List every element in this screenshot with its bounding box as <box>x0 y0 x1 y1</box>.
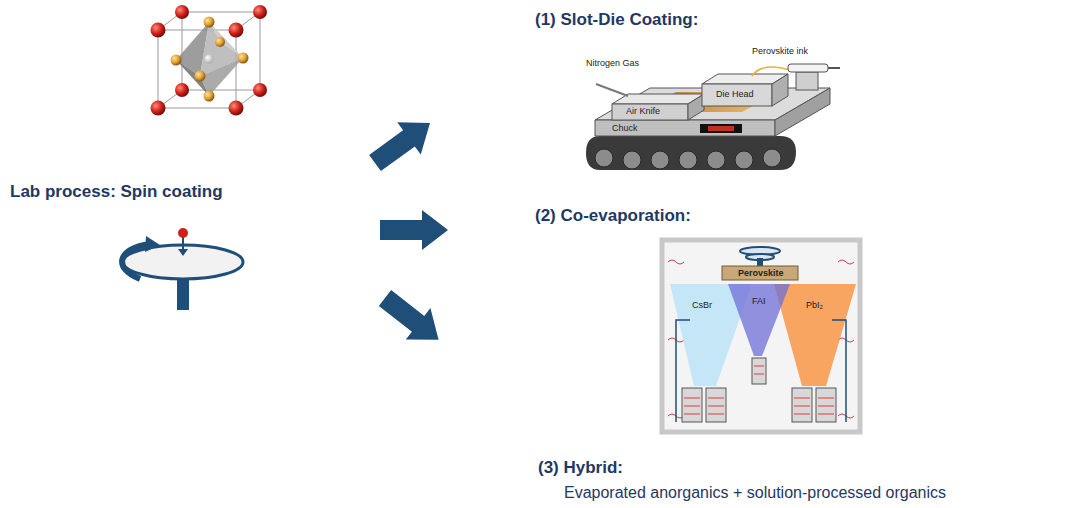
slot-die-coater-illustration <box>586 64 840 170</box>
part-label: Chuck <box>612 123 638 133</box>
perovskite-crystal-icon <box>151 101 166 116</box>
co-evaporation-chamber-illustration <box>792 388 812 422</box>
perovskite-crystal-icon <box>151 23 166 38</box>
co-evaporation-chamber-illustration <box>682 358 836 422</box>
co-evaporation-chamber-illustration <box>774 284 856 386</box>
perovskite-crystal-icon <box>209 22 243 58</box>
slot-die-coater-illustration <box>595 149 613 167</box>
slot-die-coater-illustration <box>788 64 828 72</box>
perovskite-crystal-icon <box>175 5 189 19</box>
co-evaporation-chamber-illustration <box>682 388 702 422</box>
co-evaporation-chamber-illustration <box>752 358 766 384</box>
perovskite-crystal-icon <box>200 58 243 96</box>
co-evaporation-chamber-illustration <box>832 320 846 422</box>
co-evaporation-chamber-illustration <box>684 398 724 414</box>
method-heading: (2) Co-evaporation: <box>535 206 691 226</box>
co-evaporation-chamber-illustration <box>662 240 860 432</box>
perovskite-crystal-icon <box>205 55 214 64</box>
source-label: FAI <box>752 296 766 306</box>
spin-coater-icon <box>178 228 188 238</box>
slot-die-coater-illustration <box>700 124 742 133</box>
spin-coater-icon <box>178 249 188 256</box>
spin-coater-icon <box>145 236 160 252</box>
co-evaporation-chamber-illustration <box>722 266 798 280</box>
slot-die-coater-illustration <box>623 151 641 169</box>
part-label: Die Head <box>716 89 754 99</box>
slot-die-coater-illustration <box>596 84 628 96</box>
perovskite-crystal-icon <box>229 23 244 38</box>
part-label: Perovskite ink <box>752 46 808 56</box>
co-evaporation-chamber-illustration <box>816 388 836 422</box>
slot-die-coater-illustration <box>708 126 734 131</box>
perovskite-crystal-icon <box>195 71 206 82</box>
co-evaporation-chamber-illustration <box>662 240 860 432</box>
slot-die-coater-illustration <box>707 151 725 169</box>
perovskite-crystal-icon <box>253 5 267 19</box>
co-evaporation-chamber-illustration <box>757 258 763 266</box>
perovskite-crystal-icon <box>204 91 215 102</box>
substrate-label: Perovskite <box>738 268 784 278</box>
slot-die-coater-illustration <box>586 136 796 170</box>
perovskite-crystal-icon <box>175 83 189 97</box>
perovskite-crystal-icon <box>204 17 215 28</box>
process-label: Lab process: Spin coating <box>10 182 223 202</box>
slot-die-coater-illustration <box>752 67 790 76</box>
slot-die-coater-illustration <box>735 151 753 169</box>
perovskite-crystal-icon <box>238 53 249 64</box>
perovskite-crystal-icon <box>158 12 260 108</box>
perovskite-crystal-icon <box>151 5 268 116</box>
block-arrows <box>380 210 448 250</box>
method-description: Evaporated anorganics + solution-process… <box>564 484 946 502</box>
source-label: CsBr <box>692 300 712 310</box>
co-evaporation-chamber-illustration <box>838 260 854 264</box>
slot-die-coater-illustration <box>679 151 697 169</box>
co-evaporation-chamber-illustration <box>676 320 690 422</box>
method-heading: (1) Slot-Die Coating: <box>535 10 698 30</box>
co-evaporation-chamber-illustration <box>728 284 790 356</box>
part-label: Air Knife <box>626 106 660 116</box>
co-evaporation-chamber-illustration <box>684 366 834 414</box>
co-evaporation-chamber-illustration <box>706 388 726 422</box>
co-evaporation-chamber-illustration <box>676 320 846 422</box>
method-heading: (3) Hybrid: <box>538 458 623 478</box>
perovskite-crystal-icon <box>215 37 225 47</box>
slot-die-coater-illustration <box>763 149 781 167</box>
slot-die-coater-illustration <box>702 84 772 106</box>
slot-die-coater-illustration <box>772 74 788 106</box>
slot-die-coater-illustration <box>651 151 669 169</box>
slot-die-coater-illustration <box>828 67 840 69</box>
co-evaporation-chamber-illustration <box>668 260 684 264</box>
perovskite-crystal-icon <box>176 60 209 96</box>
perovskite-crystal-icon <box>253 83 267 97</box>
block-arrows <box>363 107 451 356</box>
block-arrows <box>363 107 442 179</box>
slot-die-coater-illustration <box>595 120 775 136</box>
co-evaporation-chamber-illustration <box>794 398 834 414</box>
perovskite-crystal-icon <box>229 101 244 116</box>
slot-die-coater-illustration <box>796 72 818 90</box>
spin-coater-icon <box>122 228 243 310</box>
spin-coater-icon <box>123 245 243 279</box>
slot-die-coater-illustration <box>595 149 781 169</box>
slot-die-coater-illustration <box>612 104 688 120</box>
co-evaporation-chamber-illustration <box>754 366 764 374</box>
part-label: Nitrogen Gas <box>586 58 639 68</box>
source-label: PbI₂ <box>806 300 823 310</box>
perovskite-crystal-icon <box>171 55 182 66</box>
block-arrows <box>373 282 451 355</box>
